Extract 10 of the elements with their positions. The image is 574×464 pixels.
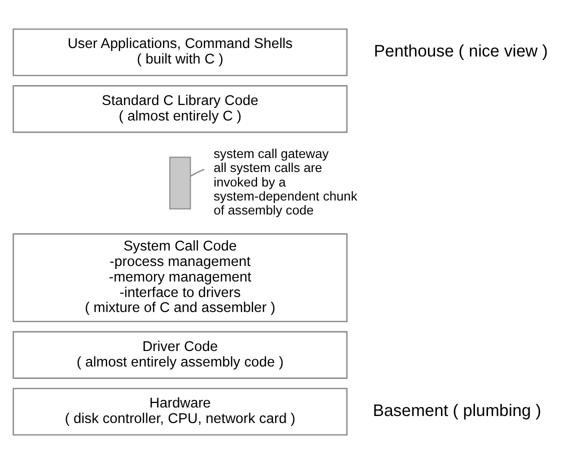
node-box: Standard C Library Code ( almost entirely C ) — [12, 85, 348, 133]
node-box: User Applications, Command Shells ( built with C ) — [12, 28, 348, 76]
node-box: Hardware ( disk controller, CPU, network card ) — [12, 388, 348, 436]
node-label: Basement ( plumbing ) — [372, 401, 542, 420]
node-box: Driver Code ( almost entirely assembly code ) — [12, 331, 348, 379]
node-text: system call gateway all system calls are invoked by a system-dependent chunk of assembly code — [214, 146, 358, 218]
node-box: System Call Code -process management -memory management -interface to drivers ( mixture of C and assembler ) — [12, 233, 348, 322]
connector — [190, 168, 204, 177]
node-bar — [169, 156, 192, 210]
node-label: Penthouse ( nice view ) — [374, 42, 548, 61]
